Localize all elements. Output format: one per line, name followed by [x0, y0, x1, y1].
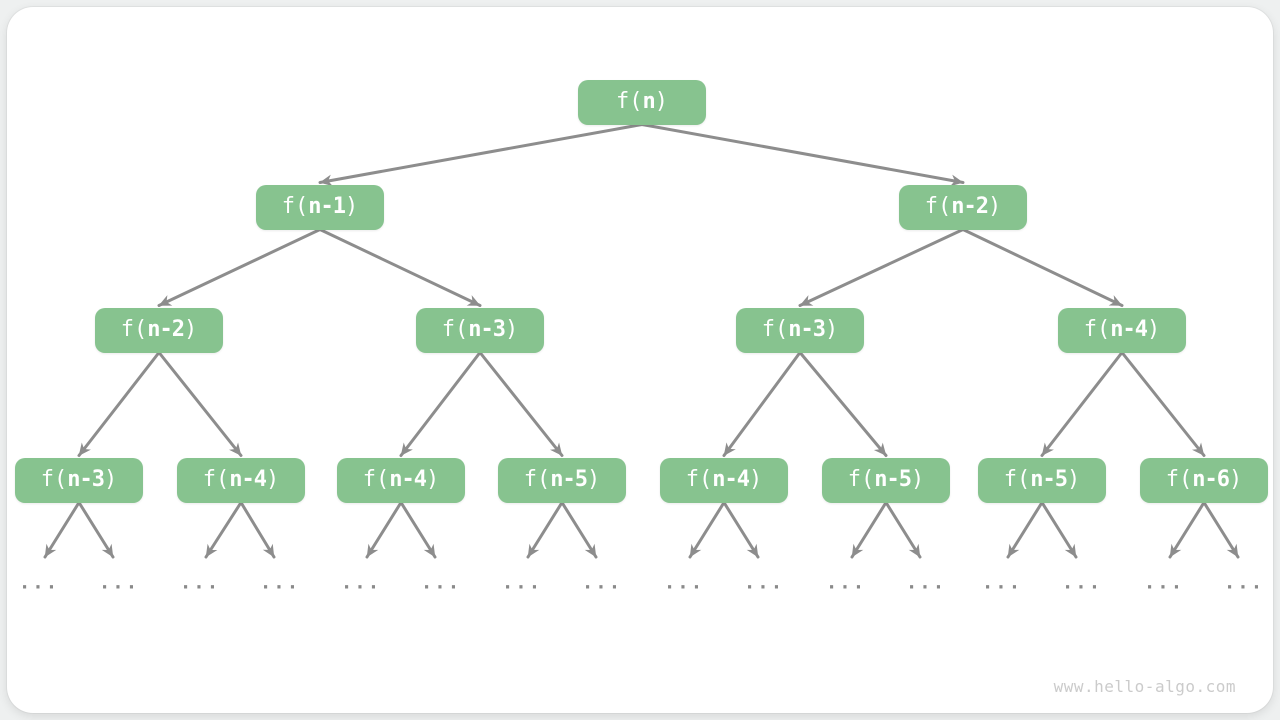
node-label-arg: n-2 [147, 317, 185, 342]
node-label-post: ) [911, 467, 925, 492]
ellipsis: ... [743, 571, 785, 594]
node-label-pre: f( [202, 467, 230, 492]
tree-node-bb: f(n-4) [1058, 307, 1186, 353]
node-label-pre: f( [120, 317, 148, 342]
node-label-arg: n-3 [67, 467, 105, 492]
ellipsis: ... [981, 571, 1023, 594]
node-label-post: ) [505, 317, 519, 342]
tree-node-aa: f(n-2) [95, 307, 223, 353]
ellipsis: ... [501, 571, 543, 594]
ellipsis: ... [905, 571, 947, 594]
node-label-pre: f( [441, 317, 469, 342]
ellipsis: ... [1223, 571, 1265, 594]
node-label-pre: f( [523, 467, 551, 492]
tree-node-b: f(n-2) [899, 184, 1027, 230]
node-label-post: ) [654, 89, 668, 114]
node-label-post: ) [266, 467, 280, 492]
node-label-arg: n-5 [550, 467, 588, 492]
node-label-arg: n [642, 89, 656, 114]
node-label-pre: f( [1003, 467, 1031, 492]
ellipsis: ... [18, 571, 60, 594]
node-label-pre: f( [924, 194, 952, 219]
node-label-arg: n-4 [229, 467, 267, 492]
node-label-pre: f( [1083, 317, 1111, 342]
node-label-post: ) [749, 467, 763, 492]
tree-node-ab: f(n-3) [416, 307, 544, 353]
ellipsis: ... [340, 571, 382, 594]
node-label-post: ) [988, 194, 1002, 219]
tree-node-bbb: f(n-6) [1140, 457, 1268, 503]
node-label-arg: n-3 [788, 317, 826, 342]
node-label-arg: n-6 [1192, 467, 1230, 492]
node-label-pre: f( [685, 467, 713, 492]
node-label-pre: f( [761, 317, 789, 342]
ellipsis: ... [663, 571, 705, 594]
ellipsis: ... [825, 571, 867, 594]
ellipsis: ... [420, 571, 462, 594]
node-label-arg: n-5 [1030, 467, 1068, 492]
node-label-post: ) [587, 467, 601, 492]
node-label-post: ) [345, 194, 359, 219]
tree-node-a: f(n-1) [256, 184, 384, 230]
tree-node-root: f(n) [578, 79, 706, 125]
tree-node-bab: f(n-5) [822, 457, 950, 503]
node-label-arg: n-3 [468, 317, 506, 342]
ellipsis: ... [179, 571, 221, 594]
tree-node-ba: f(n-3) [736, 307, 864, 353]
node-label-post: ) [104, 467, 118, 492]
node-label-post: ) [184, 317, 198, 342]
node-label-arg: n-4 [389, 467, 427, 492]
ellipsis: ... [1061, 571, 1103, 594]
node-label-arg: n-4 [712, 467, 750, 492]
node-label-post: ) [825, 317, 839, 342]
node-label-arg: n-5 [874, 467, 912, 492]
watermark: www.hello-algo.com [1053, 677, 1236, 696]
tree-node-abb: f(n-5) [498, 457, 626, 503]
node-label-post: ) [1067, 467, 1081, 492]
ellipsis: ... [98, 571, 140, 594]
node-label-post: ) [1147, 317, 1161, 342]
ellipsis: ... [1143, 571, 1185, 594]
node-label-pre: f( [616, 89, 643, 114]
tree-node-aab: f(n-4) [177, 457, 305, 503]
tree-node-baa: f(n-4) [660, 457, 788, 503]
node-label-pre: f( [362, 467, 390, 492]
node-label-arg: n-1 [308, 194, 346, 219]
node-label-pre: f( [40, 467, 68, 492]
node-label-post: ) [426, 467, 440, 492]
node-label-pre: f( [281, 194, 309, 219]
node-label-arg: n-2 [951, 194, 989, 219]
tree-node-aaa: f(n-3) [15, 457, 143, 503]
ellipsis: ... [581, 571, 623, 594]
node-label-pre: f( [1165, 467, 1193, 492]
node-label-post: ) [1229, 467, 1243, 492]
node-label-pre: f( [847, 467, 875, 492]
node-label-arg: n-4 [1110, 317, 1148, 342]
tree-node-bba: f(n-5) [978, 457, 1106, 503]
ellipsis: ... [259, 571, 301, 594]
tree-node-aba: f(n-4) [337, 457, 465, 503]
